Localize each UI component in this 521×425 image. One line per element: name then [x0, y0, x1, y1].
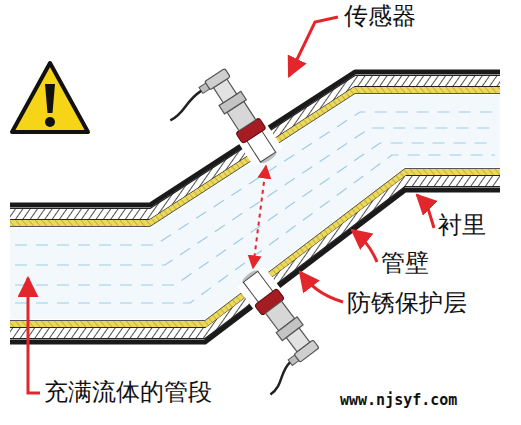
part-label: 管壁 [381, 250, 429, 276]
part-label: 传感器 [344, 3, 416, 29]
part-label: 衬里 [438, 212, 486, 238]
part-label: 防锈保护层 [347, 290, 467, 316]
part-label: 充满流体的管段 [44, 379, 212, 405]
leader-arrows [28, 17, 434, 393]
watermark: www.njsyf.com [340, 392, 457, 409]
signal-path [253, 166, 266, 268]
sensor [163, 66, 285, 194]
warning-sign [12, 63, 88, 132]
